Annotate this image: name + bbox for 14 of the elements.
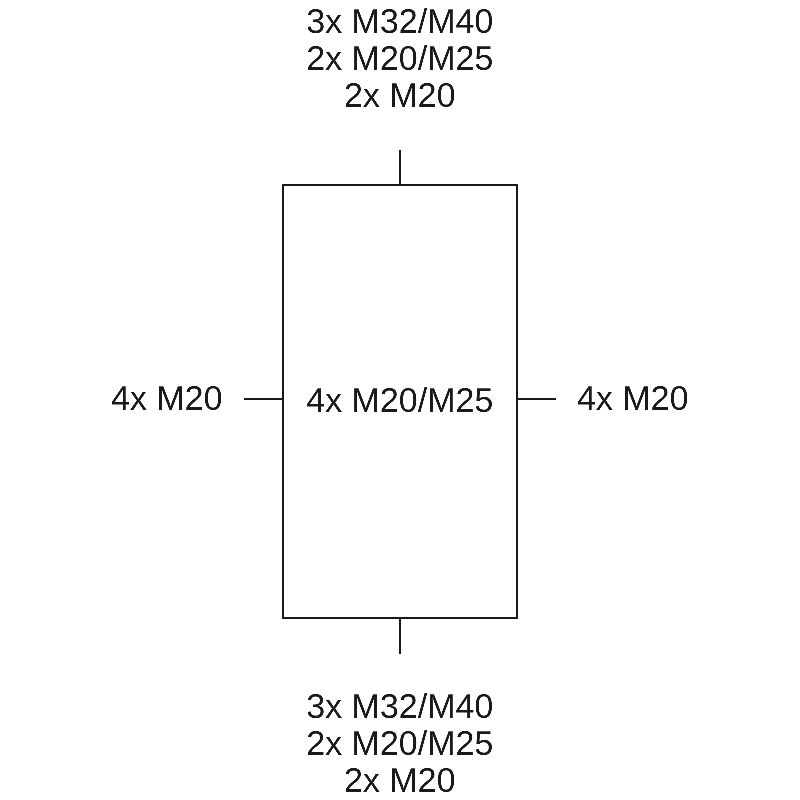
cable-entry-label: 4x M20: [577, 380, 689, 418]
enclosure-box: [282, 184, 518, 619]
cable-entry-label: 2x M20/M25: [306, 726, 494, 763]
cable-entry-label: 3x M32/M40: [306, 689, 494, 726]
leader-line: [518, 398, 556, 400]
cable-entry-label: 2x M20/M25: [306, 41, 494, 78]
cable-entry-label: 2x M20: [344, 78, 456, 115]
box-label: 4x M20/M25: [306, 383, 494, 420]
leader-line: [399, 150, 401, 184]
cable-entry-label: 4x M20: [111, 380, 223, 418]
leader-line: [399, 619, 401, 654]
cable-entry-label: 2x M20: [344, 763, 456, 800]
cable-entry-label: 3x M32/M40: [306, 4, 494, 41]
leader-line: [244, 398, 282, 400]
